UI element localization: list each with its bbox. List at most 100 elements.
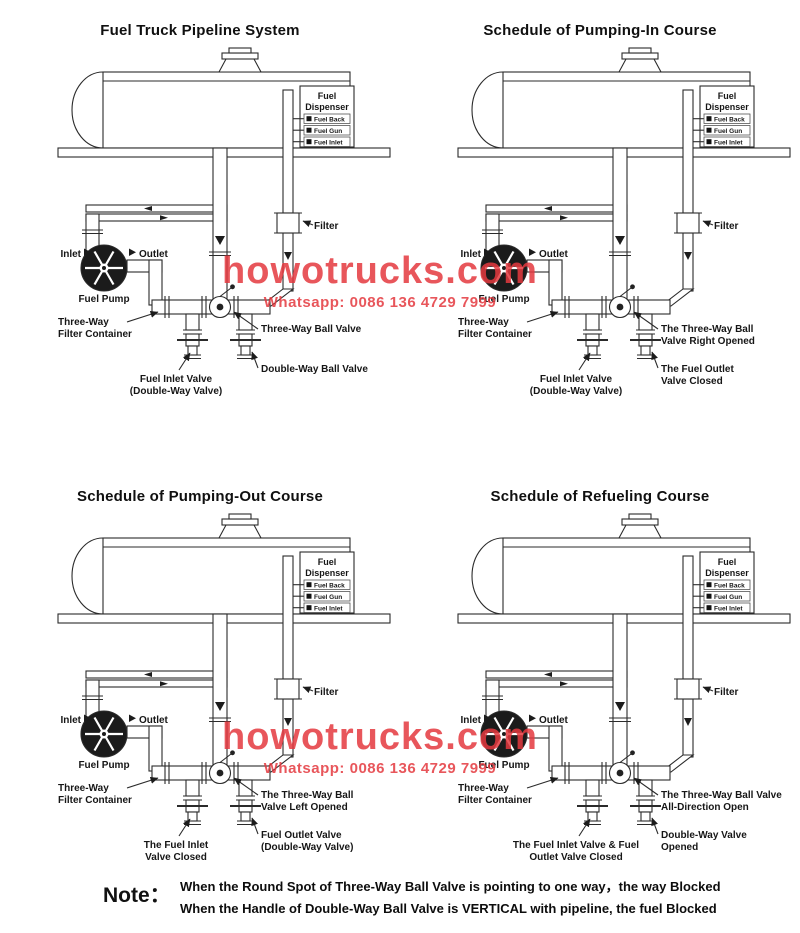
note-section: Note： When the Round Spot of Three-Way B… — [0, 875, 800, 930]
fuel-dispenser-box — [693, 85, 755, 148]
right-valve-callout-2: (Double-Way Valve) — [261, 842, 353, 853]
ball-valve-callout-1: The Three-Way Ball — [261, 790, 354, 801]
diagram-panel: Schedule of Pumping-In Course — [400, 0, 800, 466]
ball-valve-callout-2: Valve Left Opened — [261, 802, 348, 813]
tank-outlet-pipe — [212, 147, 228, 306]
diagram-panel: Schedule of Refueling Course — [400, 466, 800, 932]
right-valve-callout-1: Double-Way Valve — [661, 830, 747, 841]
fuel-back-label: Fuel Back — [714, 583, 745, 590]
fuel-dispenser-box — [293, 85, 355, 148]
left-valve-callout-1: Fuel Inlet Valve — [140, 374, 213, 385]
fuel-dispenser-label-2: Dispenser — [305, 568, 349, 578]
fuel-pump-label: Fuel Pump — [78, 760, 129, 771]
fuel-pump-label: Fuel Pump — [78, 294, 129, 305]
ball-valve-callout-1: The Three-Way Ball Valve — [661, 790, 782, 801]
fuel-dispenser-label-2: Dispenser — [705, 568, 749, 578]
three-way-filter-label-1: Three-Way — [58, 783, 109, 794]
flow-arrow-icons — [484, 206, 692, 260]
fuel-gun-label: Fuel Gun — [314, 594, 342, 601]
fuel-pump-icon — [80, 710, 128, 758]
fuel-pump-icon — [80, 244, 128, 292]
inlet-valve-leg — [185, 313, 200, 331]
fuel-outlet-valve-icon — [630, 329, 661, 360]
fuel-gun-label: Fuel Gun — [714, 128, 742, 135]
fuel-dispenser-box — [293, 551, 355, 614]
panel-title: Schedule of Pumping-Out Course — [76, 488, 323, 505]
left-valve-callout-2: (Double-Way Valve) — [530, 386, 622, 397]
fuel-inlet-valve-icon — [577, 795, 608, 826]
fuel-pump-label: Fuel Pump — [478, 760, 529, 771]
ball-valve-callout-2: Valve Right Opened — [661, 336, 755, 347]
tank-outlet-pipe — [212, 613, 228, 772]
fuel-gun-label: Fuel Gun — [714, 594, 742, 601]
three-way-filter-label-2: Filter Container — [458, 329, 532, 340]
right-valve-callout-2: Valve Closed — [661, 376, 723, 387]
fuel-back-label: Fuel Back — [314, 583, 345, 590]
panel-title: Fuel Truck Pipeline System — [100, 22, 300, 39]
three-way-filter-label-1: Three-Way — [458, 783, 509, 794]
suction-pipes — [485, 670, 628, 772]
flanges — [82, 695, 239, 784]
flanges — [82, 229, 239, 318]
outlet-label: Outlet — [139, 249, 169, 260]
note-lines: When the Round Spot of Three-Way Ball Va… — [180, 876, 795, 920]
callout-leader-arrows — [126, 220, 314, 371]
filter-unit — [274, 678, 302, 700]
three-way-ball-valve-icon — [608, 750, 635, 785]
three-way-ball-valve-icon — [208, 284, 235, 319]
outlet-label: Outlet — [139, 715, 169, 726]
right-valve-callout-2: Opened — [661, 842, 698, 853]
fuel-pump-label: Fuel Pump — [478, 294, 529, 305]
fuel-inlet-valve-icon — [177, 329, 208, 360]
left-valve-callout-2: Outlet Valve Closed — [529, 852, 622, 863]
filter-unit — [274, 212, 302, 234]
manhole-icon — [218, 513, 262, 539]
diagram-panel: Schedule of Pumping-Out Course — [0, 466, 400, 932]
three-way-filter-label-1: Three-Way — [458, 317, 509, 328]
filter-unit — [674, 678, 702, 700]
fuel-inlet-valve-icon — [577, 329, 608, 360]
fuel-outlet-valve-icon — [230, 329, 261, 360]
outlet-label: Outlet — [539, 715, 569, 726]
fuel-inlet-label: Fuel Inlet — [314, 140, 343, 147]
filter-label: Filter — [314, 221, 339, 232]
panel-title: Schedule of Pumping-In Course — [483, 22, 717, 39]
right-valve-callout-1: Double-Way Ball Valve — [261, 364, 368, 375]
flanges — [482, 695, 639, 784]
three-way-filter-label-2: Filter Container — [458, 795, 532, 806]
outlet-label: Outlet — [539, 249, 569, 260]
tank-outlet-pipe — [612, 613, 628, 772]
pipeline-diagram: Inlet Outlet Fuel Pump Filter Fuel Dispe… — [57, 513, 391, 863]
manhole-icon — [218, 47, 262, 73]
fuel-inlet-label: Fuel Inlet — [714, 606, 743, 613]
flow-arrow-icons — [84, 206, 292, 260]
right-valve-callout-1: Fuel Outlet Valve — [261, 830, 342, 841]
fuel-dispenser-label-1: Fuel — [718, 557, 737, 567]
pipeline-diagram: Inlet Outlet Fuel Pump Filter Fuel Dispe… — [457, 47, 791, 397]
note-line-1: When the Round Spot of Three-Way Ball Va… — [180, 879, 721, 894]
flow-arrow-icons — [484, 672, 692, 726]
left-valve-callout-1: The Fuel Inlet Valve & Fuel — [513, 840, 639, 851]
three-way-filter-label-1: Three-Way — [58, 317, 109, 328]
fuel-back-label: Fuel Back — [314, 117, 345, 124]
fuel-gun-label: Fuel Gun — [314, 128, 342, 135]
panel-pipeline-system: Fuel Truck Pipeline System — [0, 0, 400, 466]
fuel-inlet-label: Fuel Inlet — [714, 140, 743, 147]
inlet-label: Inlet — [460, 249, 481, 260]
panel-refueling: Schedule of Refueling Course — [400, 466, 800, 932]
filter-label: Filter — [314, 687, 339, 698]
fuel-outlet-valve-icon — [630, 795, 661, 826]
manhole-icon — [618, 47, 662, 73]
filter-label: Filter — [714, 687, 739, 698]
panel-pumping-in: Schedule of Pumping-In Course — [400, 0, 800, 466]
ball-valve-callout-2: All-Direction Open — [661, 802, 749, 813]
panel-title: Schedule of Refueling Course — [490, 488, 710, 505]
fuel-dispenser-label-1: Fuel — [718, 91, 737, 101]
diagram-panel: Fuel Truck Pipeline System — [0, 0, 400, 466]
tank-outlet-pipe — [612, 147, 628, 306]
right-valve-callout-1: The Fuel Outlet — [661, 364, 734, 375]
fuel-dispenser-label-2: Dispenser — [705, 102, 749, 112]
filter-label: Filter — [714, 221, 739, 232]
note-line-2: When the Handle of Double-Way Ball Valve… — [180, 901, 717, 916]
